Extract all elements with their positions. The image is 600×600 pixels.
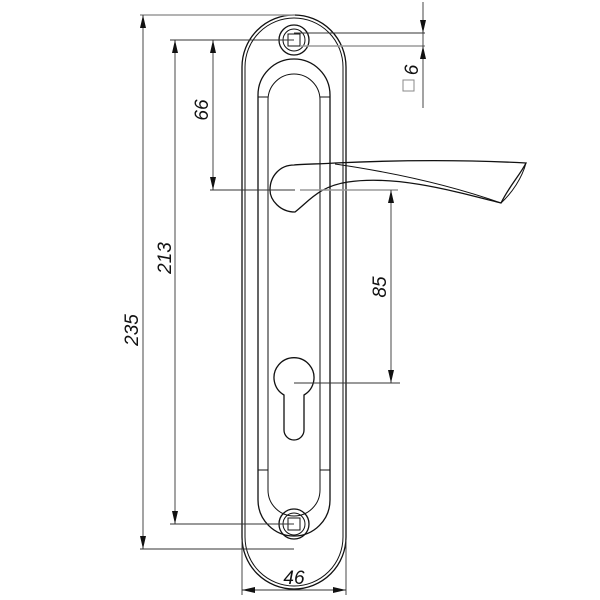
backplate <box>241 14 347 590</box>
svg-text:235: 235 <box>122 314 143 347</box>
dimension-screw-to-handle: 66 <box>192 40 216 190</box>
svg-text:6: 6 <box>402 64 423 75</box>
svg-text:46: 46 <box>283 568 305 589</box>
cylinder-cutout <box>273 357 315 441</box>
dimension-plate-width: 46 <box>242 568 346 593</box>
extension-lines <box>140 14 425 595</box>
dimension-handle-to-cylinder: 85 <box>300 189 398 383</box>
svg-text:66: 66 <box>192 99 213 121</box>
dimension-spindle-square: 6 <box>402 2 426 108</box>
svg-text:85: 85 <box>370 276 391 298</box>
square-symbol-icon <box>402 79 415 92</box>
lever-handle <box>269 160 528 213</box>
svg-text:213: 213 <box>155 242 176 275</box>
dimension-overall-height: 235 <box>122 15 146 549</box>
dimension-screw-spacing: 213 <box>155 40 178 524</box>
